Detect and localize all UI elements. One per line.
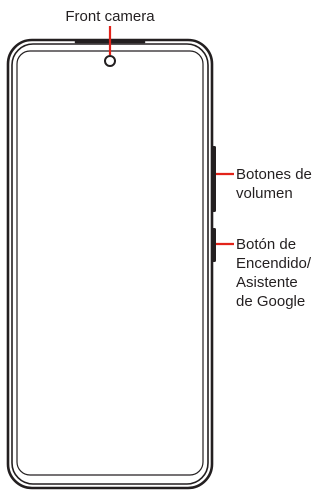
power-label-line-4: de Google: [236, 293, 306, 310]
power-label-line-2: Encendido/: [236, 255, 312, 272]
power-button: [212, 228, 216, 262]
volume-label-line-2: volumen: [236, 185, 293, 202]
volume-label-line-1: Botones de: [236, 166, 312, 183]
volume-buttons: [212, 146, 216, 212]
phone-screen: [16, 50, 204, 476]
power-label-line-1: Botón de: [236, 236, 297, 253]
camera-lens-icon: [104, 55, 116, 67]
power-button-label: Botón de Encendido/ Asistente de Google: [236, 235, 311, 311]
power-label-line-3: Asistente: [236, 274, 298, 291]
phone-body-inner: [11, 43, 209, 485]
phone-body-outer: [6, 38, 214, 490]
volume-buttons-label: Botones de volumen: [236, 165, 312, 203]
front-camera-label: Front camera: [65, 8, 155, 25]
